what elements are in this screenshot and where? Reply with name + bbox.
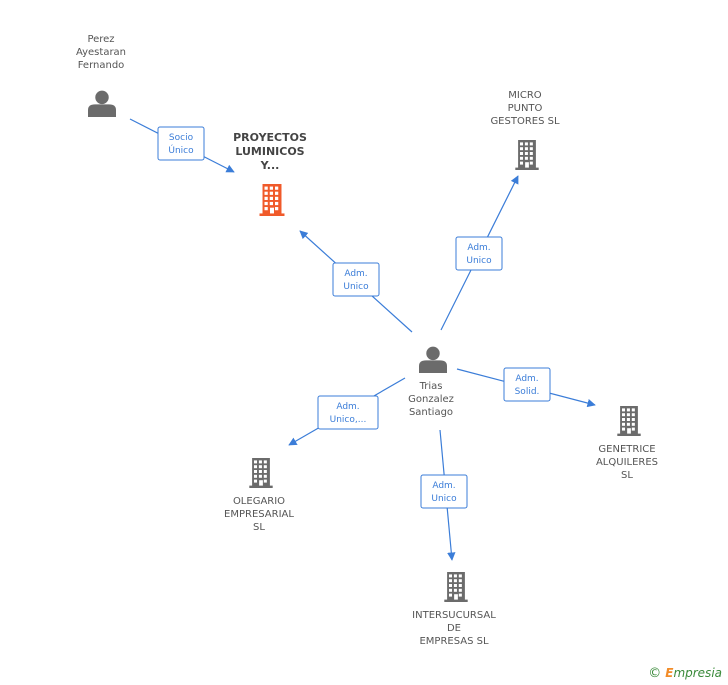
brand-initial: E [665,666,674,680]
node-label-line[interactable]: GENETRICE [598,444,655,455]
edge-label-box[interactable]: Adm. Unico [420,474,468,509]
node-label-line[interactable]: ALQUILERES [596,457,658,468]
node-label-line[interactable]: PROYECTOS [233,131,307,144]
building-icon[interactable] [259,184,285,216]
edges: SocioÚnicoAdm.UnicoAdm.UnicoAdm.Solid.Ad… [129,118,596,561]
node-intersucursal[interactable]: INTERSUCURSAL DE EMPRESAS SL [412,572,496,647]
person-icon[interactable] [88,90,116,117]
node-label-line[interactable]: PUNTO [508,103,543,114]
edge-label-line: Unico [466,256,492,266]
node-label-line[interactable]: EMPRESARIAL [224,509,294,520]
empresia-watermark: ©Empresia [648,666,722,681]
brand-name: mpresia [673,666,722,680]
edge-label-line: Único [168,144,194,156]
edge-label-line: Socio [169,133,194,143]
node-label-line[interactable]: Ayestaran [76,47,126,58]
edge-label-line: Solid. [515,387,540,397]
edge-label-line: Unico [431,494,457,504]
building-icon[interactable] [515,140,539,170]
edge-trias-intersucursal: Adm. Unico [420,429,468,561]
edge-trias-genetrice: Adm. Solid. [456,367,596,408]
building-icon[interactable] [617,406,641,436]
person-icon[interactable] [419,346,447,373]
node-label-line[interactable]: Perez [87,34,114,45]
node-olegario[interactable]: OLEGARIO EMPRESARIAL SL [224,458,294,533]
edge-label-line: Adm. [344,269,367,279]
node-label-line[interactable]: EMPRESAS SL [419,636,488,647]
node-label-line[interactable]: MICRO [508,90,542,101]
node-label-line[interactable]: DE [447,623,461,634]
node-proyectos[interactable]: PROYECTOSLUMINICOSY... [233,131,307,216]
edge-trias-proyectos: Adm. Unico [299,230,413,333]
node-label-line[interactable]: Y... [260,159,280,172]
edge-trias-micro: Adm. Unico [440,175,519,331]
node-label-line[interactable]: INTERSUCURSAL [412,610,496,621]
node-micro[interactable]: MICRO PUNTO GESTORES SL [490,90,560,170]
edge-label-line: Adm. [336,402,359,412]
edge-label-box[interactable]: Adm. Solid. [503,367,551,402]
node-genetrice[interactable]: GENETRICE ALQUILERES SL [596,406,658,481]
node-label-line[interactable]: Fernando [78,60,125,71]
edge-label-box[interactable]: Adm. Unico [455,236,503,271]
node-label-line[interactable]: Gonzalez [408,394,454,405]
node-label-line[interactable]: SL [621,470,633,481]
nodes: PerezAyestaranFernandoPROYECTOSLUMINICOS… [76,34,658,647]
edge-label-line: Adm. [467,243,490,253]
node-label-line[interactable]: OLEGARIO [233,496,285,507]
node-label-line[interactable]: LUMINICOS [235,145,304,158]
node-label-line[interactable]: GESTORES SL [490,116,560,127]
copyright-symbol: © [648,666,662,681]
edge-label-line: Adm. [432,481,455,491]
edge-label-line: Unico,... [330,415,367,425]
building-icon[interactable] [444,572,468,602]
node-label-line[interactable]: SL [253,522,265,533]
node-label-line[interactable]: Santiago [409,407,453,418]
building-icon[interactable] [249,458,273,488]
edge-label-box[interactable]: Adm. Unico,... [317,395,379,430]
node-label-line[interactable]: Trias [419,381,443,392]
edge-trias-olegario: Adm. Unico,... [288,377,406,446]
edge-label-box[interactable]: Adm. Unico [332,262,380,297]
edge-label-line: Unico [343,282,369,292]
edge-label-line: Adm. [515,374,538,384]
